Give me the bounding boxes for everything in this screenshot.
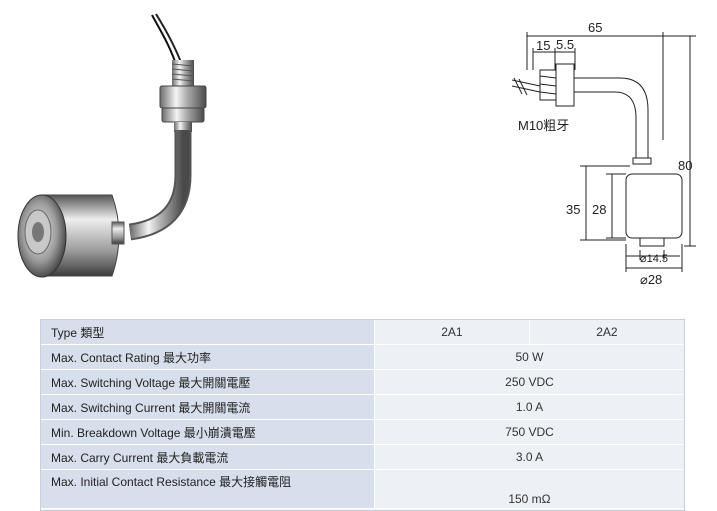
- row-label: Max. Switching Current 最大開關電流: [41, 394, 375, 420]
- table-row: Min. Breakdown Voltage 最小崩潰電壓 750 VDC: [41, 419, 684, 445]
- dim-15: 15: [536, 38, 550, 53]
- dim-5-5: 5.5: [556, 37, 574, 52]
- row-value: 50 W: [374, 344, 684, 370]
- table-row: Max. Switching Voltage 最大開關電壓 250 VDC: [41, 369, 684, 395]
- dimension-drawing: 65 15 5.5 M10粗牙 80 35 28 ⌀14.5 ⌀28: [511, 20, 696, 287]
- dim-diameter-14-5: ⌀14.5: [640, 253, 668, 265]
- header-label: Type 類型: [41, 320, 375, 345]
- row-label: Min. Breakdown Voltage 最小崩潰電壓: [41, 419, 375, 445]
- header-col-2a2: 2A2: [528, 320, 684, 345]
- row-value: 250 VDC: [374, 369, 684, 395]
- dim-total-width: 65: [588, 20, 602, 35]
- dim-diameter-28: ⌀28: [640, 272, 662, 287]
- header-col-2a1: 2A1: [374, 320, 530, 345]
- row-value: 3.0 A: [374, 444, 684, 470]
- table-row: Max. Contact Rating 最大功率 50 W: [41, 344, 684, 370]
- table-row: Max. Initial Contact Resistance 最大接觸電阻 1…: [41, 469, 684, 509]
- thread-label: M10粗牙: [518, 118, 569, 133]
- dim-28-height: 28: [592, 202, 606, 217]
- table-row: Max. Switching Current 最大開關電流 1.0 A: [41, 394, 684, 420]
- dim-35: 35: [566, 202, 580, 217]
- product-photo: [17, 13, 207, 278]
- row-label: Max. Switching Voltage 最大開關電壓: [41, 369, 375, 395]
- row-label: Max. Contact Rating 最大功率: [41, 344, 375, 370]
- table-row: Max. Carry Current 最大負載電流 3.0 A: [41, 444, 684, 470]
- spec-table: Type 類型 2A1 2A2 Max. Contact Rating 最大功率…: [40, 319, 685, 511]
- row-value: 150 mΩ: [374, 469, 684, 509]
- row-value: 750 VDC: [374, 419, 684, 445]
- table-header-row: Type 類型 2A1 2A2: [41, 320, 684, 345]
- row-value: 1.0 A: [374, 394, 684, 420]
- row-label: Max. Carry Current 最大負載電流: [41, 444, 375, 470]
- dim-80: 80: [678, 158, 692, 173]
- row-label: Max. Initial Contact Resistance 最大接觸電阻: [41, 469, 375, 509]
